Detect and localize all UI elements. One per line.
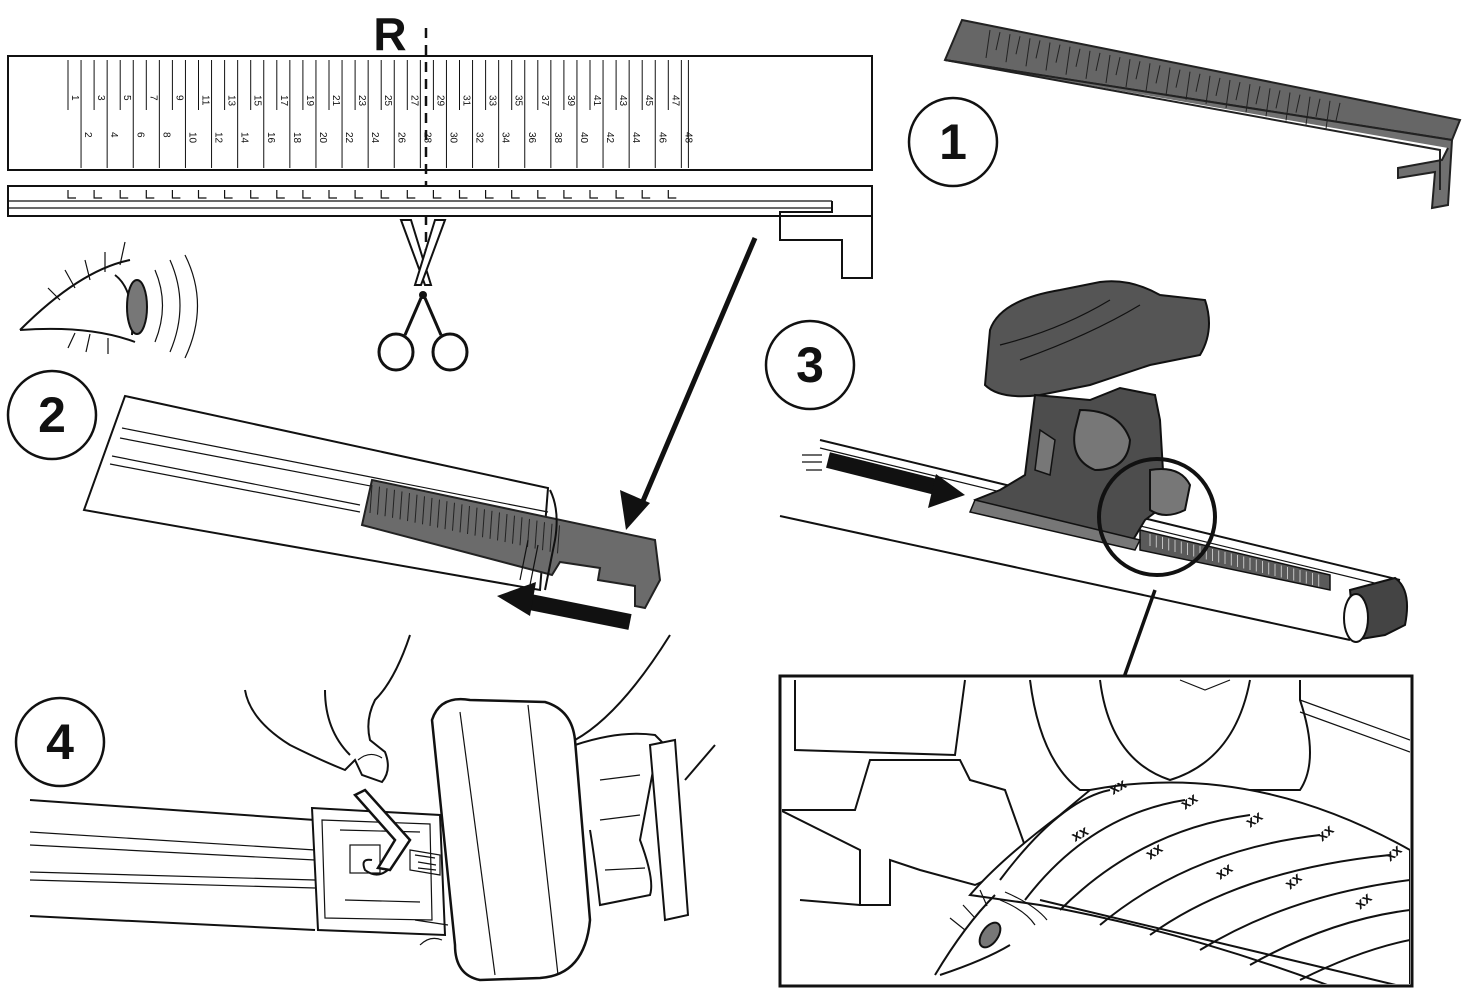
scale-labels: 1234567891011121314151617181920212223242… (69, 95, 693, 144)
scale-number: 1 (69, 95, 80, 101)
scale-number: 9 (173, 95, 184, 101)
scale-ticks (67, 60, 689, 168)
arrow-to-step2 (620, 237, 758, 530)
scissors-icon (377, 219, 469, 372)
scale-number: 31 (461, 95, 472, 107)
scale-number: 48 (682, 132, 693, 144)
step-3-circle (764, 319, 856, 411)
step-1-circle (907, 96, 999, 188)
scale-number: 4 (108, 132, 119, 138)
eye-icon (934, 889, 1048, 976)
scale-number: 47 (669, 95, 680, 107)
scale-mark: xx (1069, 822, 1093, 845)
scale-number: 38 (552, 132, 563, 144)
foot-pad (414, 634, 716, 982)
scale-number: 23 (356, 95, 367, 107)
step-1-number: 1 (939, 114, 967, 170)
scale-number: 24 (369, 132, 380, 144)
scale-number: 32 (474, 132, 485, 144)
scale-number: 21 (330, 95, 341, 107)
step-4-circle (14, 696, 106, 788)
scale-number: 14 (239, 132, 250, 144)
scale-number: 35 (513, 95, 524, 107)
scale-number: 37 (539, 95, 550, 107)
scale-number: 44 (630, 132, 641, 144)
scale-number: 2 (82, 132, 93, 138)
scale-number: 7 (147, 95, 158, 101)
scale-number: 43 (617, 95, 628, 107)
scale-number: 42 (604, 132, 615, 144)
scale-number: 15 (252, 95, 263, 107)
scale-mark: xx (1107, 775, 1131, 798)
scale-bar-3d (943, 18, 1462, 210)
scale-number: 13 (226, 95, 237, 107)
rail-end-cap (1343, 576, 1408, 643)
scale-template: 1234567891011121314151617181920212223242… (7, 8, 873, 265)
scale-number: 5 (121, 95, 132, 101)
step-2: 2 (6, 369, 662, 630)
step-4-number: 4 (46, 714, 74, 770)
scale-number: 3 (95, 95, 106, 101)
scale-number: 34 (500, 132, 511, 144)
scale-number: 12 (213, 132, 224, 144)
scale-number: 29 (434, 95, 445, 107)
scale-number: 8 (160, 132, 171, 138)
roof-rail-4 (29, 799, 316, 931)
cut-label: R (373, 8, 406, 60)
step-3-number: 3 (796, 337, 824, 393)
scale-number: 11 (200, 95, 211, 106)
scale-in-rail (1139, 529, 1331, 591)
scale-number: 22 (343, 132, 354, 144)
scale-number: 40 (578, 132, 589, 144)
arrow-right (826, 452, 965, 508)
scale-number: 6 (134, 132, 145, 138)
scale-number: 30 (447, 132, 458, 144)
roof-rail (82, 394, 550, 592)
scale-number: 41 (591, 95, 602, 107)
step-3: 3 (764, 280, 1408, 805)
scale-number: 19 (304, 95, 315, 107)
scale-number: 45 (643, 95, 654, 107)
scale-number: 25 (382, 95, 393, 107)
step-4: 4 (14, 634, 716, 982)
scale-number: 20 (317, 132, 328, 144)
arrow-left (497, 582, 632, 630)
scale-number: 16 (265, 132, 276, 144)
scale-profile-strip (7, 185, 873, 279)
scale-number: 18 (291, 132, 302, 144)
rail-end-box (310, 806, 447, 937)
roof-bar-foot (968, 280, 1210, 551)
scale-number: 17 (278, 95, 289, 107)
hand (244, 634, 411, 784)
scale-number: 27 (408, 95, 419, 107)
scale-bar-inserted (360, 478, 662, 610)
scale-number: 39 (565, 95, 576, 107)
step-1: 1 (907, 18, 1462, 210)
eye-icon (19, 241, 198, 359)
scale-number: 10 (186, 132, 197, 144)
step-2-number: 2 (38, 387, 66, 443)
scale-number: 26 (395, 132, 406, 144)
scale-number: 33 (487, 95, 498, 107)
hex-key (352, 788, 412, 872)
scale-number: 36 (526, 132, 537, 144)
step-2-circle (6, 369, 98, 461)
scale-number: 46 (656, 132, 667, 144)
zoom-circle (1097, 457, 1217, 577)
